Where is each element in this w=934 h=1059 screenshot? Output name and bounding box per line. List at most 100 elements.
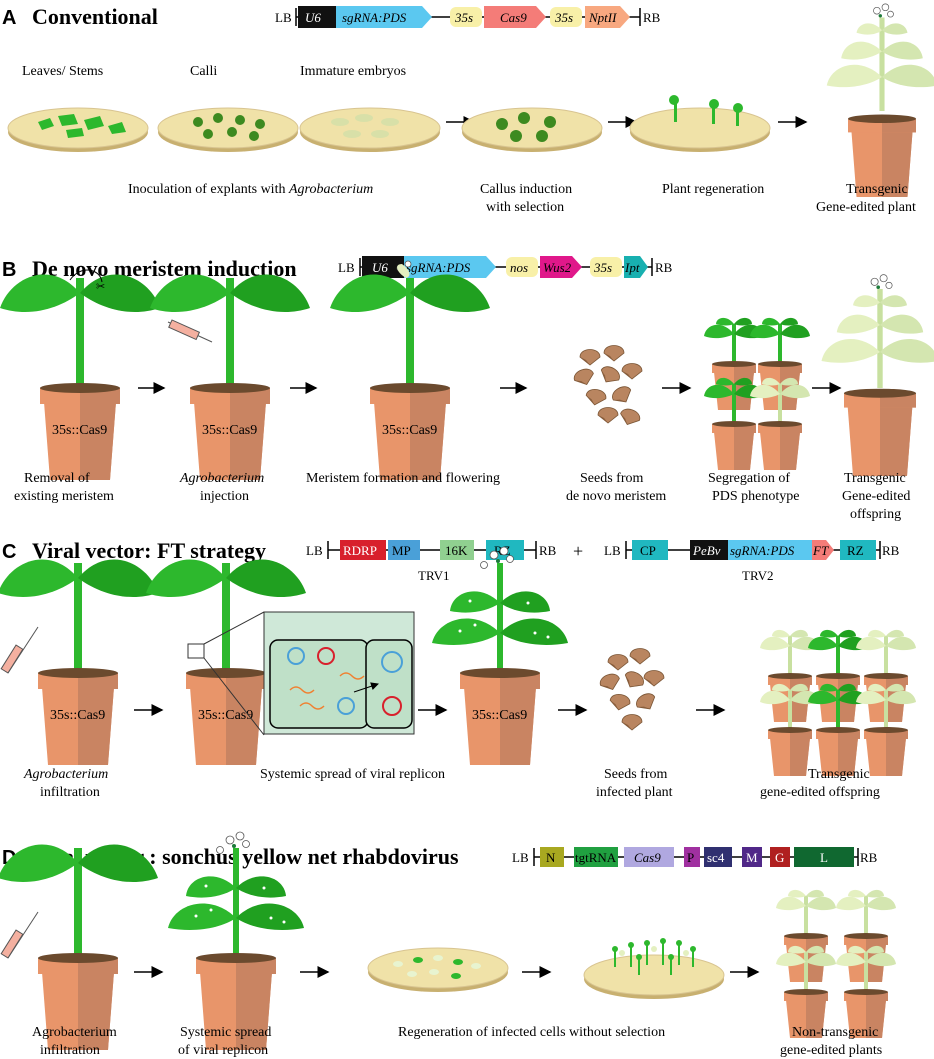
svg-text:G: G: [775, 850, 784, 865]
gene-u6: [298, 6, 336, 28]
caption-agro-d1: Agrobacterium: [32, 1025, 117, 1040]
svg-text:LB: LB: [512, 850, 529, 865]
svg-text:NptII: NptII: [588, 10, 617, 25]
caption-spread-d1: Systemic spread: [180, 1025, 271, 1040]
caption-agro-b1: Agrobacterium: [179, 471, 264, 486]
caption-seeds-b1: Seeds from: [580, 471, 643, 486]
panel-b: B De novo meristem induction LB U6 sgRNA…: [0, 256, 934, 522]
gene-u6-b: [362, 256, 404, 278]
svg-text:RB: RB: [539, 543, 557, 558]
panel-d: D Viral vector : sonchus yellow net rhab…: [0, 831, 896, 1058]
caption-callus-2: with selection: [486, 200, 564, 215]
caption-seeds-c2: infected plant: [596, 785, 673, 800]
gene-rdrp: [340, 540, 386, 560]
caption-transgenic-a1: Transgenic: [846, 182, 908, 197]
nontransgenic-plants-d: [776, 889, 896, 1038]
panel-title-c: Viral vector: FT strategy: [32, 538, 266, 563]
gene-sc4: [704, 847, 732, 867]
gene-p: [684, 847, 700, 867]
pot-b1: 35s::Cas9 ✂: [0, 269, 160, 480]
caption-agro-c1: Agrobacterium: [23, 767, 108, 782]
offspring-plants-c: [760, 629, 916, 776]
gene-ft: [812, 540, 834, 560]
caption-trans-b3: offspring: [850, 507, 901, 522]
plant-a-final: [826, 3, 934, 197]
svg-text:LB: LB: [338, 260, 355, 275]
construct-a-lb: LB: [275, 10, 292, 25]
svg-text:35s::Cas9: 35s::Cas9: [50, 708, 105, 723]
caption-regen-d: Regeneration of infected cells without s…: [398, 1025, 665, 1040]
gene-sgrna-b: [404, 256, 496, 278]
panel-title-a: Conventional: [32, 4, 158, 29]
label-calli: Calli: [190, 64, 217, 79]
dish-callus-selection: [461, 107, 603, 153]
caption-spread-c: Systemic spread of viral replicon: [260, 767, 445, 782]
caption-agro-d2: infiltration: [40, 1043, 100, 1058]
gene-ipt: [624, 256, 648, 278]
svg-text:Cas9: Cas9: [500, 10, 527, 25]
pot-b2: 35s::Cas9: [150, 274, 310, 480]
svg-text:sgRNA:PDS: sgRNA:PDS: [406, 260, 471, 275]
gene-cp: [632, 540, 668, 560]
caption-trans-c2: gene-edited offspring: [760, 785, 880, 800]
pot-c3: 35s::Cas9: [431, 546, 569, 765]
svg-text:L: L: [820, 850, 828, 865]
caption-seeds-b2: de novo meristem: [566, 489, 666, 504]
gene-16k: [440, 540, 474, 560]
segregation-plants-b: [704, 317, 810, 470]
gene-cas9-a: [484, 6, 546, 28]
syringe-icon-c: [0, 626, 39, 674]
svg-text:sgRNA:PDS: sgRNA:PDS: [730, 543, 795, 558]
caption-meristem: Meristem formation and flowering: [306, 471, 500, 486]
scissors-icon: ✂: [96, 281, 105, 293]
svg-text:tgtRNA: tgtRNA: [575, 850, 617, 865]
dish-embryos: [299, 107, 441, 153]
promoter-35s-a2: [550, 7, 582, 27]
syringe-icon: [167, 319, 213, 343]
caption-agro-b2: injection: [200, 489, 249, 504]
svg-text:LB: LB: [604, 543, 621, 558]
svg-text:U6: U6: [305, 10, 321, 25]
svg-text:16K: 16K: [445, 543, 468, 558]
svg-text:35s::Cas9: 35s::Cas9: [472, 708, 527, 723]
svg-text:U6: U6: [372, 260, 388, 275]
panel-letter-c: C: [2, 541, 16, 563]
svg-text:RB: RB: [882, 543, 900, 558]
dish-regeneration: [629, 95, 771, 153]
caption-non-1: Non-transgenic: [792, 1025, 878, 1040]
svg-text:MP: MP: [392, 543, 411, 558]
svg-text:35s: 35s: [554, 10, 573, 25]
construct-trv1: LB RDRP MP 16K RZ RB TRV1: [306, 540, 557, 583]
svg-text:Ipt: Ipt: [624, 260, 640, 275]
construct-b: LB U6 sgRNA:PDS nos Wus2 35s Ipt RB: [338, 256, 673, 278]
gene-cas9-d: [624, 847, 674, 867]
pot-c1: 35s::Cas9: [0, 559, 158, 765]
caption-transgenic-a2: Gene-edited plant: [816, 200, 916, 215]
svg-text:Wus2: Wus2: [543, 260, 572, 275]
dish-calli: [157, 107, 299, 153]
svg-text:sgRNA:PDS: sgRNA:PDS: [342, 10, 407, 25]
caption-callus-1: Callus induction: [480, 182, 572, 197]
caption-spread-d2: of viral replicon: [178, 1043, 268, 1058]
panel-letter-a: A: [2, 7, 16, 29]
promoter-35s-b: [590, 257, 622, 277]
gene-wus2: [540, 256, 582, 278]
dish-d1: [367, 947, 509, 993]
caption-agro-c2: infiltration: [40, 785, 100, 800]
caption-non-2: gene-edited plants: [780, 1043, 882, 1058]
svg-text:35s: 35s: [593, 260, 612, 275]
label-immature-embryos: Immature embryos: [300, 64, 406, 79]
cell-inset: [203, 611, 415, 736]
syringe-icon-d: [0, 911, 39, 959]
svg-text:RB: RB: [655, 260, 673, 275]
caption-removal-1: Removal of: [24, 471, 90, 486]
svg-text:CP: CP: [640, 543, 656, 558]
panel-c: C Viral vector: FT strategy LB RDRP MP 1…: [0, 538, 916, 800]
pot-b3: 35s::Cas9: [330, 260, 490, 480]
construct-d: LB N tgtRNA Cas9 P sc4 M G L RB: [512, 847, 878, 867]
caption-trans-c1: Transgenic: [808, 767, 870, 782]
pot-c2: 35s::Cas9: [146, 559, 306, 765]
promoter-35s-a1: [450, 7, 482, 27]
svg-text:M: M: [746, 850, 758, 865]
